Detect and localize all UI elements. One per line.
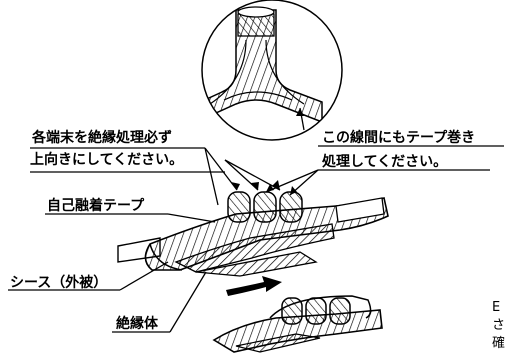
edge-text-3: 確 (492, 336, 506, 351)
label-sheath: シース（外被） (10, 275, 108, 291)
note-gap-taping-line1: この線間にもテープ巻き (322, 130, 476, 146)
splice-assembly-main (117, 191, 389, 277)
terminal-group (227, 191, 303, 223)
note-terminal-insulation-line1: 各端末を絶縁処理必ず (32, 130, 172, 146)
edge-text-2: さ (492, 318, 506, 333)
magnified-detail (201, 0, 343, 141)
process-arrow (226, 276, 282, 296)
leader-arrowheads (231, 108, 304, 195)
splice-assembly-finished (212, 295, 383, 353)
note-terminal-insulation-line2: 上向きにしてください。 (30, 152, 184, 168)
note-gap-taping-line2: 処理してください。 (322, 154, 448, 170)
label-insulator: 絶縁体 (116, 316, 158, 332)
edge-text-1: E (492, 300, 501, 315)
leader-lines (8, 107, 504, 333)
label-self-fusing-tape: 自己融着テープ (47, 198, 145, 214)
